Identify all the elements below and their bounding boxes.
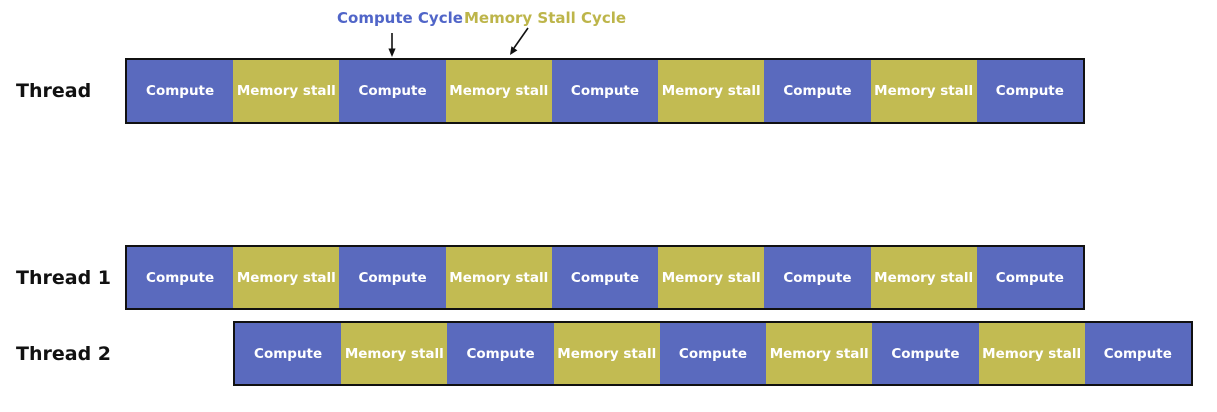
compute-block: Compute bbox=[339, 60, 446, 122]
compute-block: Compute bbox=[976, 247, 1083, 308]
memory-stall-cycle-arrow bbox=[510, 27, 529, 55]
compute-block: Compute bbox=[551, 60, 659, 122]
memory-stall-block: Memory stall bbox=[233, 247, 340, 308]
compute-block: Compute bbox=[551, 247, 659, 308]
thread1-row-label: Thread 1 bbox=[16, 266, 111, 289]
legend-memory-stall-cycle-label: Memory Stall Cycle bbox=[464, 9, 627, 27]
compute-block: Compute bbox=[659, 323, 767, 384]
compute-block: Compute bbox=[764, 247, 871, 308]
compute-cycle-arrow bbox=[388, 33, 396, 57]
compute-block: Compute bbox=[764, 60, 871, 122]
memory-stall-block: Memory stall bbox=[445, 60, 552, 122]
compute-block: Compute bbox=[976, 60, 1083, 122]
thread-row-label: Thread bbox=[16, 80, 92, 102]
memory-stall-block: Memory stall bbox=[870, 60, 977, 122]
memory-stall-block: Memory stall bbox=[766, 323, 873, 384]
compute-block: Compute bbox=[1084, 323, 1191, 384]
thread2-timeline-bar: Compute Memory stall Compute Memory stal… bbox=[233, 321, 1193, 386]
memory-stall-block: Memory stall bbox=[870, 247, 977, 308]
memory-stall-block: Memory stall bbox=[978, 323, 1085, 384]
compute-block: Compute bbox=[127, 247, 234, 308]
compute-block: Compute bbox=[127, 60, 234, 122]
memory-stall-block: Memory stall bbox=[445, 247, 552, 308]
compute-block: Compute bbox=[235, 323, 342, 384]
thread-timeline-bar: Compute Memory stall Compute Memory stal… bbox=[125, 58, 1085, 124]
thread2-row-label: Thread 2 bbox=[16, 342, 111, 365]
memory-stall-block: Memory stall bbox=[658, 60, 765, 122]
thread1-timeline-bar: Compute Memory stall Compute Memory stal… bbox=[125, 245, 1085, 310]
memory-stall-block: Memory stall bbox=[341, 323, 448, 384]
compute-block: Compute bbox=[339, 247, 446, 308]
compute-block: Compute bbox=[447, 323, 554, 384]
compute-block: Compute bbox=[872, 323, 979, 384]
memory-stall-block: Memory stall bbox=[553, 323, 660, 384]
memory-stall-block: Memory stall bbox=[658, 247, 765, 308]
memory-stall-block: Memory stall bbox=[233, 60, 340, 122]
legend-compute-cycle-label: Compute Cycle bbox=[337, 9, 463, 27]
